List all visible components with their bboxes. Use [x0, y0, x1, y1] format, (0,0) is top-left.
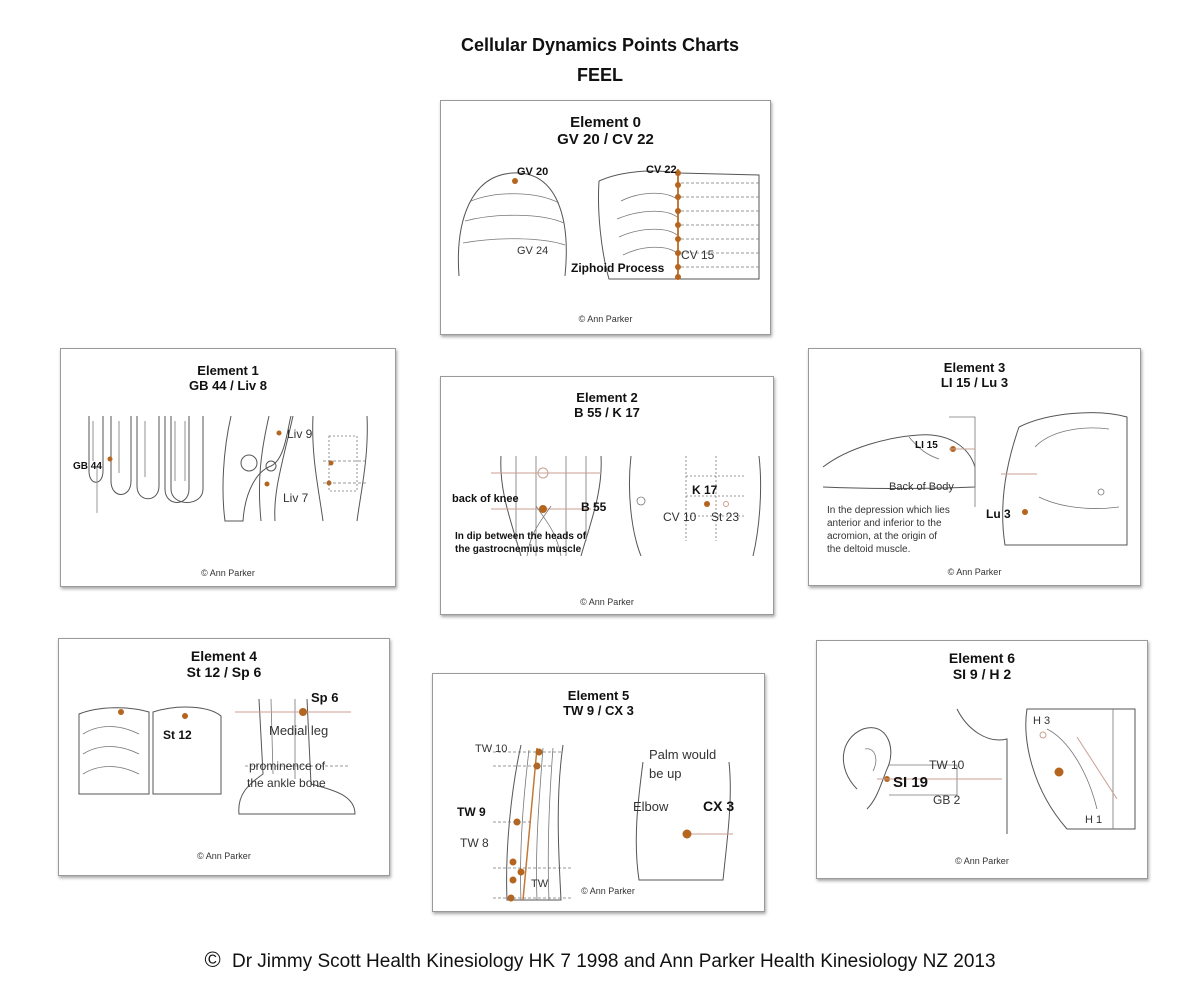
- label-si19: SI 19: [893, 774, 929, 791]
- description-line-1: In the depression which lies: [827, 505, 950, 516]
- element-points: GV 20 / CV 22: [557, 131, 654, 149]
- label-liv9: Liv 9: [287, 427, 313, 441]
- card-element-5: Element 5 TW 9 / CX 3 TW 10 TW 9 TW 8 TW…: [432, 673, 765, 912]
- label-h3: H 3: [1033, 715, 1051, 727]
- forearm-illustration: [493, 744, 733, 902]
- foot-and-knee-illustration: [88, 415, 368, 522]
- label-medial-leg: Medial leg: [269, 723, 329, 738]
- description-line-1: In dip between the heads of: [455, 531, 587, 542]
- label-h1: H 1: [1085, 814, 1103, 826]
- card-element-0: Element 0 GV 20 / CV 22 GV 20 GV 24 CV 2…: [440, 100, 771, 335]
- element-title: Element 6: [948, 650, 1016, 666]
- label-gb2: GB 2: [933, 793, 961, 807]
- label-li15: LI 15: [915, 440, 938, 451]
- page-title: Cellular Dynamics Points Charts: [460, 35, 740, 55]
- card-element-1: Element 1 GB 44 / Liv 8 GB 44 Liv 9 Liv …: [60, 348, 396, 587]
- element-points: LI 15 / Lu 3: [940, 374, 1009, 390]
- card-header: Element 5 TW 9 / CX 3: [433, 688, 764, 719]
- page-subtitle: FEEL: [576, 65, 623, 85]
- label-lu3: Lu 3: [986, 507, 1011, 521]
- label-palm-2: be up: [649, 766, 682, 781]
- copyright-note: © Ann Parker: [201, 568, 255, 578]
- label-tw10: TW 10: [475, 743, 508, 755]
- clavicle-and-ankle-illustration: [78, 698, 356, 815]
- description-line-2: anterior and inferior to the: [827, 518, 942, 529]
- card-header: Element 0 GV 20 / CV 22: [441, 114, 770, 149]
- label-elbow: Elbow: [633, 799, 669, 814]
- element-title: Element 3: [943, 360, 1006, 375]
- label-back-of-body: Back of Body: [889, 481, 954, 493]
- description-line-3: acromion, at the origin of: [827, 531, 938, 542]
- footer-text: Dr Jimmy Scott Health Kinesiology HK 7 1…: [231, 951, 996, 972]
- element-title: Element 4: [190, 648, 258, 664]
- label-prominence-1: prominence of: [249, 759, 326, 773]
- card-element-2: Element 2 B 55 / K 17 back of knee B 55 …: [440, 376, 774, 615]
- copyright-note: © Ann Parker: [947, 567, 1002, 577]
- label-palm-1: Palm would: [649, 747, 717, 762]
- card-element-6: Element 6 SI 9 / H 2 H 3 TW 10 SI 19 GB …: [816, 640, 1148, 879]
- copyright-note: © Ann Parker: [955, 856, 1009, 866]
- description-line-2: the gastrocnemius muscle: [455, 544, 582, 555]
- card-element-4: Element 4 St 12 / Sp 6 St 12 Sp 6 Medial…: [58, 638, 390, 876]
- label-liv7: Liv 7: [283, 491, 309, 505]
- label-back-of-knee: back of knee: [452, 493, 519, 505]
- label-cv22: CV 22: [646, 164, 677, 176]
- description-line-4: the deltoid muscle.: [827, 544, 911, 555]
- knee-and-abdomen-illustration: [491, 455, 762, 557]
- head-and-chest-illustration: [457, 169, 760, 280]
- card-header: Element 2 B 55 / K 17: [441, 390, 773, 421]
- label-gv24: GV 24: [517, 245, 549, 257]
- element-points: GB 44 / Liv 8: [188, 377, 268, 393]
- element-points: B 55 / K 17: [574, 404, 640, 420]
- card-header: Element 6 SI 9 / H 2: [817, 650, 1147, 682]
- label-st23: St 23: [711, 510, 740, 524]
- label-k17: K 17: [692, 483, 718, 497]
- element-title: Element 1: [197, 363, 259, 378]
- footer-copyright: © Dr Jimmy Scott Health Kinesiology HK 7…: [0, 947, 1200, 973]
- label-cv15: CV 15: [681, 248, 715, 262]
- label-tw: TW: [531, 878, 549, 890]
- copyright-note: © Ann Parker: [581, 886, 635, 896]
- card-header: Element 4 St 12 / Sp 6: [59, 648, 389, 680]
- element-title: Element 5: [567, 688, 630, 703]
- card-header: Element 3 LI 15 / Lu 3: [809, 360, 1140, 391]
- element-title: Element 2: [576, 390, 638, 405]
- copyright-symbol: ©: [204, 947, 221, 972]
- copyright-note: © Ann Parker: [580, 597, 634, 607]
- card-element-3: Element 3 LI 15 / Lu 3 LI 15 Back of Bod…: [808, 348, 1141, 586]
- element-points: TW 9 / CX 3: [563, 702, 634, 718]
- label-gv20: GV 20: [517, 166, 549, 178]
- label-tw9: TW 9: [457, 805, 486, 819]
- label-tw10: TW 10: [929, 758, 965, 772]
- element-points: St 12 / Sp 6: [186, 664, 262, 681]
- ear-and-arm-illustration: [843, 708, 1136, 834]
- label-b55: B 55: [581, 500, 607, 514]
- label-cv10: CV 10: [663, 510, 697, 524]
- copyright-note: © Ann Parker: [578, 314, 633, 324]
- element-title: Element 0: [570, 114, 641, 131]
- card-header: Element 1 GB 44 / Liv 8: [61, 363, 395, 394]
- shoulder-illustration: [822, 412, 1128, 546]
- label-ziphoid: Ziphoid Process: [571, 261, 665, 275]
- label-cx3: CX 3: [703, 798, 735, 814]
- copyright-note: © Ann Parker: [197, 851, 251, 861]
- label-gb44: GB 44: [73, 461, 102, 472]
- label-st12: St 12: [163, 728, 192, 742]
- label-tw8: TW 8: [460, 836, 489, 850]
- label-prominence-2: the ankle bone: [247, 776, 326, 790]
- label-sp6: Sp 6: [311, 690, 339, 705]
- element-points: SI 9 / H 2: [952, 666, 1012, 683]
